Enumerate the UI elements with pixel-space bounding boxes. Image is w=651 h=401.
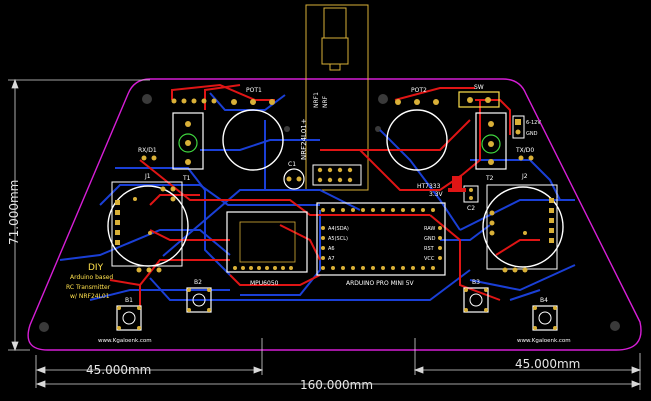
dim-total-width: 160.000mm (300, 378, 373, 392)
capacitor-c1 (283, 168, 305, 190)
label-pot2: POT2 (411, 87, 427, 94)
dim-height: 71.000mm (7, 180, 21, 245)
label-sw: SW (474, 84, 484, 91)
label-website-right: www.Kgaloenk.com (517, 338, 571, 344)
label-c2: C2 (467, 205, 475, 212)
button-b4 (532, 305, 558, 331)
dim-left-width: 45.000mm (86, 363, 151, 377)
label-j1: J1 (144, 173, 151, 180)
label-b2: B2 (194, 279, 202, 286)
j1-pads (115, 186, 176, 273)
label-rxd1: RX/D1 (138, 147, 157, 154)
rx-header-pads (141, 155, 157, 161)
nrf-antenna (305, 4, 369, 191)
label-website-left: www.Kgaloenk.com (98, 338, 152, 344)
joystick-j1 (107, 181, 189, 267)
label-pot1: POT1 (246, 87, 262, 94)
label-gnd: GND (526, 131, 538, 137)
power-connector (512, 115, 525, 139)
switch-t2 (475, 112, 507, 170)
label-mpu: MPU6050 (250, 280, 279, 287)
label-arduino: ARDUINO PRO MINI 5V (346, 280, 415, 287)
regulator-ht7333 (448, 176, 466, 192)
nrf-header (312, 164, 362, 186)
button-b3 (463, 287, 489, 313)
pot1-circle (222, 109, 284, 171)
label-desc1: Arduino based (70, 274, 113, 281)
label-desc3: w/ NRF24L01 (70, 293, 110, 300)
j2-pads (489, 198, 554, 273)
arduino-pro-mini (316, 202, 446, 276)
label-regulator: HT7333 (417, 183, 441, 190)
label-j2: J2 (521, 173, 528, 180)
mpu6050-module (226, 211, 308, 273)
dim-right-width: 45.000mm (515, 357, 580, 371)
pot2-circle (386, 109, 448, 171)
board-outline (27, 78, 642, 351)
pin-gnd: GND (424, 236, 436, 242)
label-b1: B1 (125, 297, 133, 304)
pin-a6: A6 (328, 246, 335, 252)
pin-raw: RAW (424, 226, 435, 232)
label-nrf-top: NRF1 (313, 92, 320, 108)
label-b3: B3 (472, 279, 480, 286)
label-t2: T2 (485, 175, 494, 182)
label-nrf-sub: NRF (322, 95, 329, 108)
capacitor-c2 (463, 185, 479, 203)
t1-header-pads (171, 98, 217, 104)
button-b2 (186, 287, 212, 313)
label-c1: C1 (288, 161, 296, 168)
label-power: 6-12V (526, 120, 541, 126)
label-txd0: TX/D0 (515, 147, 534, 154)
label-t1: T1 (182, 175, 191, 182)
sw-header (458, 91, 500, 108)
pot2-pads (395, 99, 439, 105)
pin-a4: A4(SDA) (328, 226, 349, 232)
label-diy: DIY (88, 263, 104, 273)
pin-a7: A7 (328, 256, 335, 262)
switch-t1 (172, 112, 204, 170)
pin-a5: A5(SCL) (328, 236, 348, 242)
pot1-pads (231, 99, 275, 105)
tx-header-pads (518, 155, 534, 161)
pin-rst: RST (424, 246, 435, 252)
label-desc2: RC Transmitter (66, 284, 111, 291)
button-b1 (116, 305, 142, 331)
label-b4: B4 (540, 297, 548, 304)
mounting-holes (39, 94, 620, 332)
joystick-j2 (482, 184, 564, 270)
label-reg-voltage: 3.3V (429, 191, 444, 198)
pin-vcc: VCC (424, 256, 435, 262)
dimension-lines (8, 78, 642, 390)
label-nrf-vertical: NRF24L01+ (300, 118, 308, 160)
bottom-copper-traces (59, 92, 576, 301)
